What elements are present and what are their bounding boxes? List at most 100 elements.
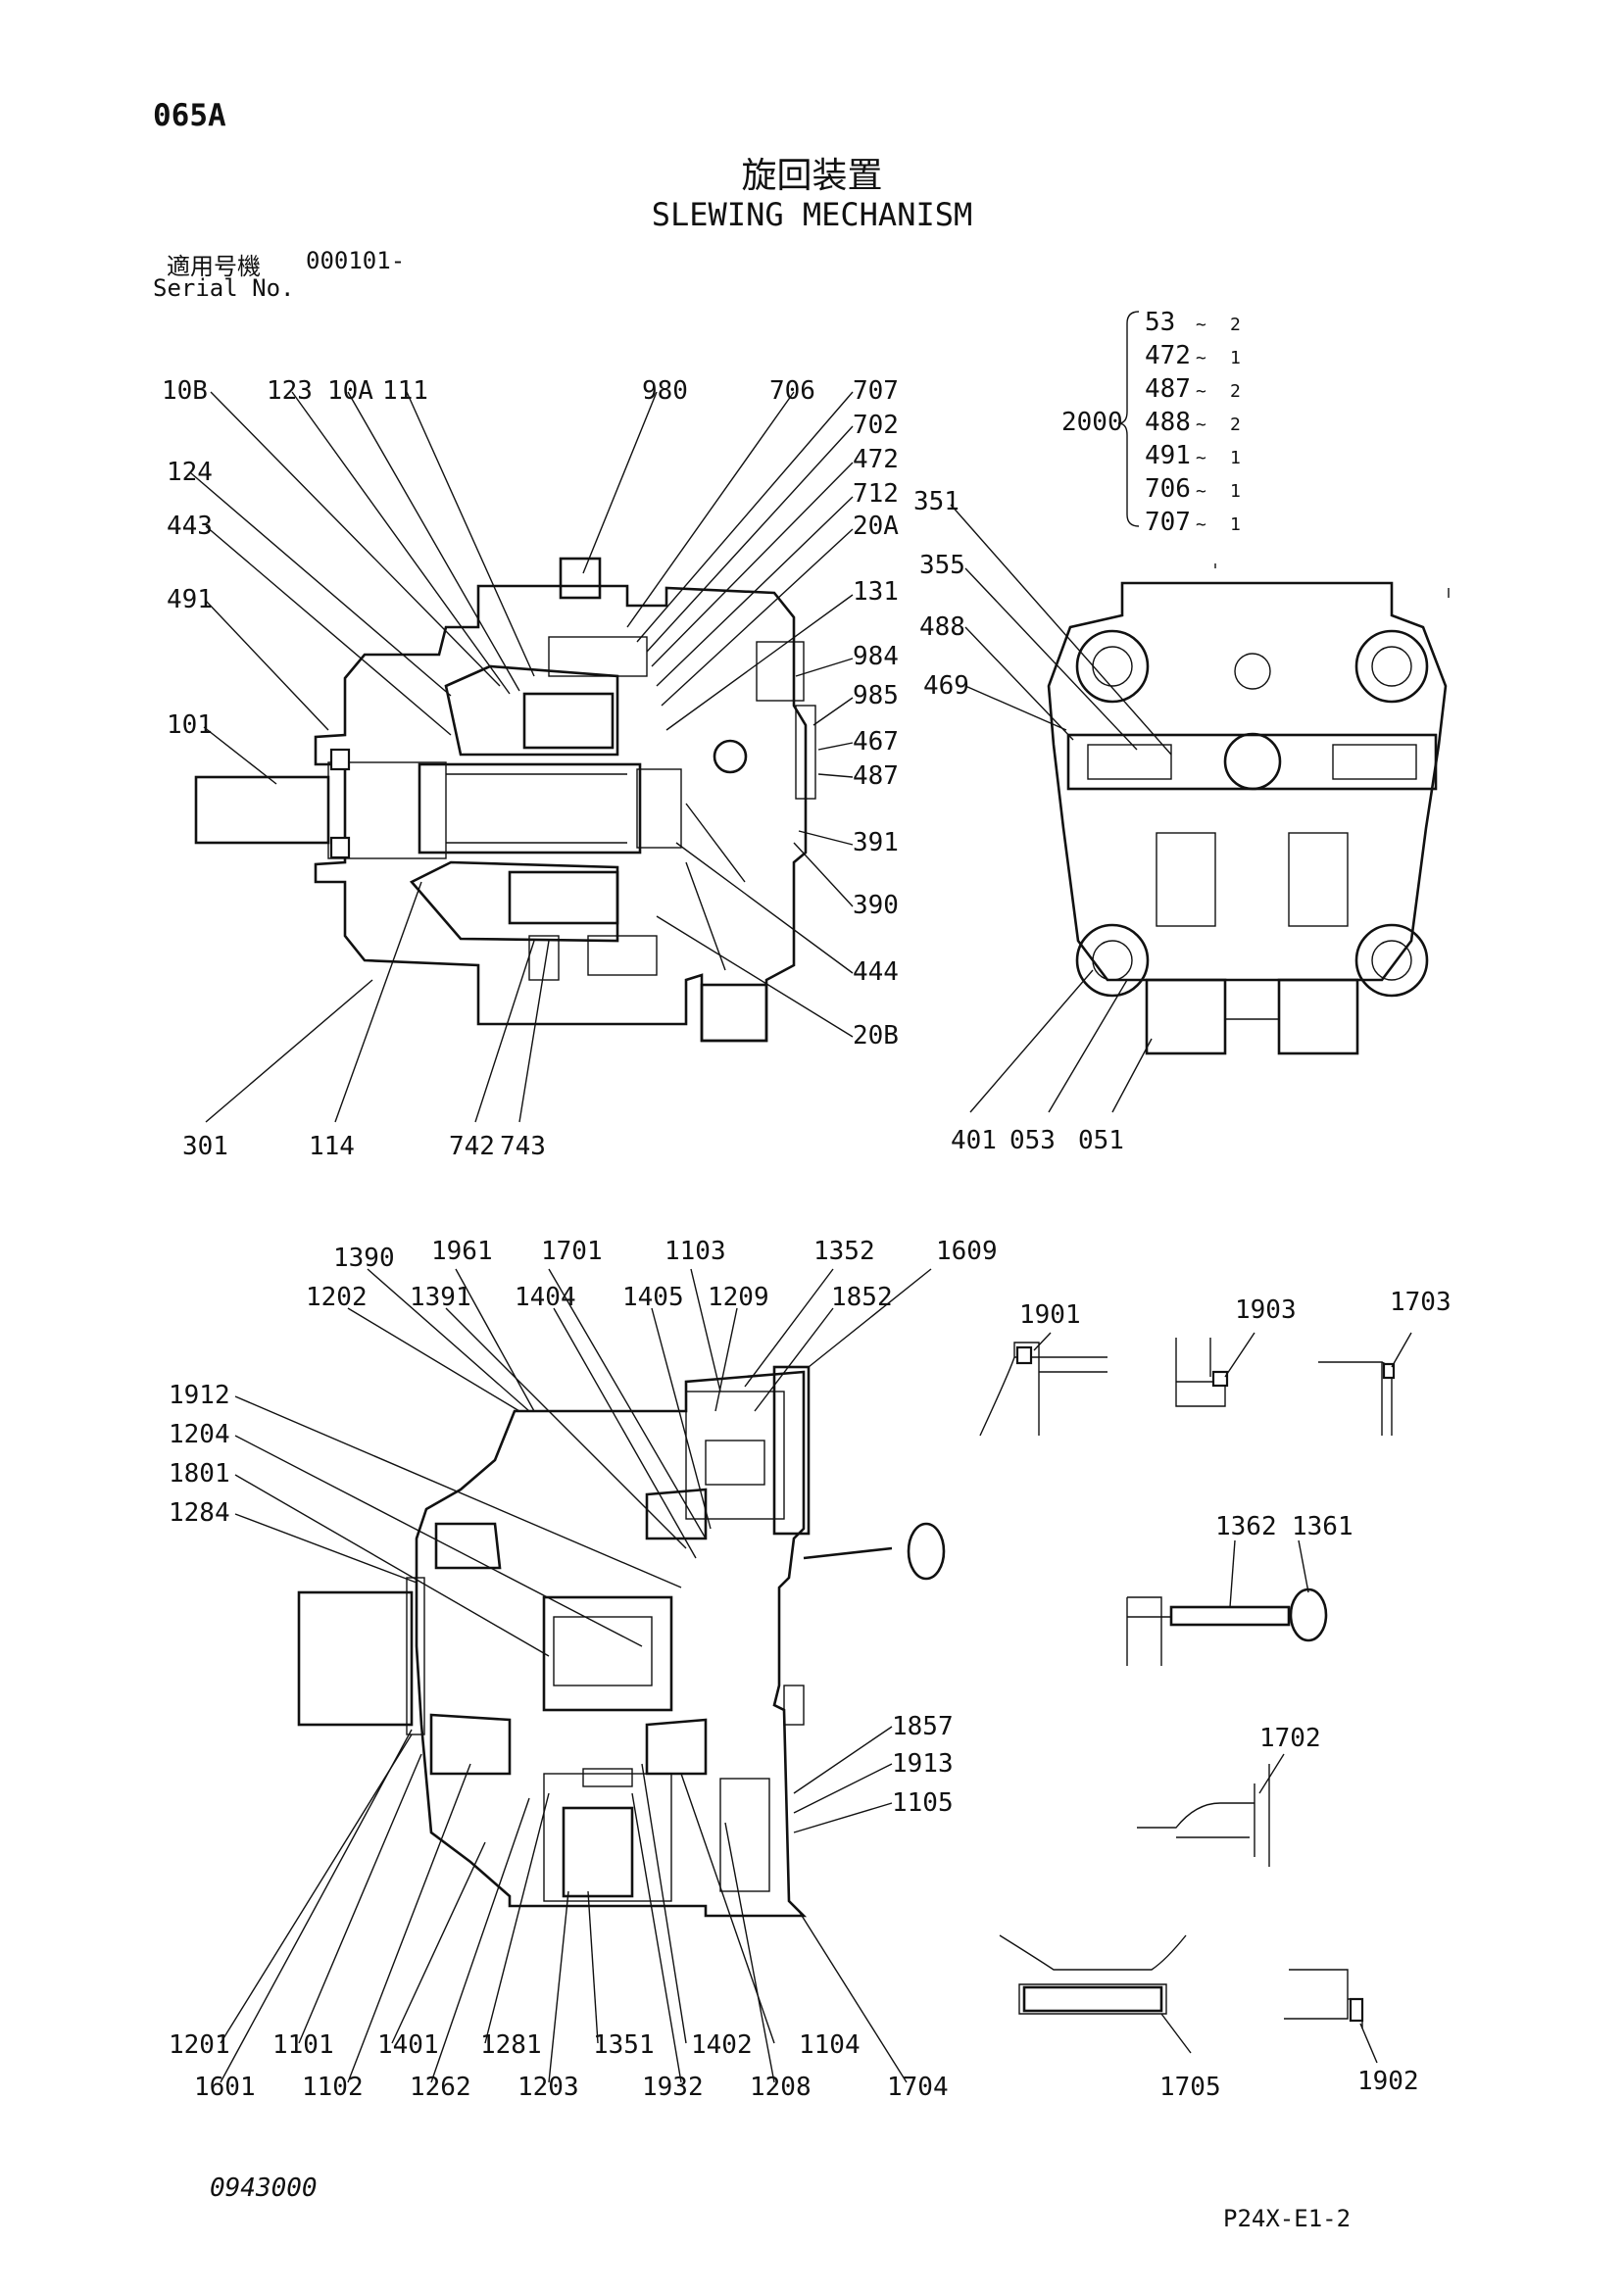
part-number-label: 1901 xyxy=(1019,1300,1081,1330)
part-number-label: 488 xyxy=(919,612,965,642)
part-number-label: 1902 xyxy=(1357,2067,1419,2096)
part-number-label: 1209 xyxy=(708,1283,769,1312)
part-number-label: 1208 xyxy=(750,2073,812,2102)
part-number-label: 469 xyxy=(923,671,969,701)
part-number-label: 980 xyxy=(642,376,688,406)
part-number-label: 1391 xyxy=(410,1283,471,1312)
part-number-label: 1201 xyxy=(169,2030,230,2060)
port-right xyxy=(1277,978,1359,1055)
part-number-label: 101 xyxy=(167,710,213,740)
kit-quantity: 2 xyxy=(1230,315,1241,335)
bolt-bl xyxy=(1075,923,1150,998)
kit-tilde: ~ xyxy=(1196,514,1206,535)
part-number-label: 487 xyxy=(853,761,899,791)
part-number-label: 131 xyxy=(853,577,899,607)
gear-housing xyxy=(415,1370,808,1918)
part-number-label: 1361 xyxy=(1292,1512,1353,1541)
serial-number-value: 000101- xyxy=(306,247,406,274)
kit-part-number: 487 xyxy=(1145,374,1191,404)
part-number-label: 301 xyxy=(182,1132,228,1161)
part-number-label: 1704 xyxy=(887,2073,949,2102)
part-number-label: 053 xyxy=(1009,1126,1056,1155)
part-number-label: 1351 xyxy=(593,2030,655,2060)
part-number-label: 124 xyxy=(167,458,213,487)
valve-housing xyxy=(1047,581,1448,982)
part-number-label: 1203 xyxy=(517,2073,579,2102)
relief-valves xyxy=(1066,733,1438,791)
page-title-japanese: 旋回装置 xyxy=(741,156,883,196)
page-title: SLEWING MECHANISM xyxy=(651,196,973,233)
part-number-label: 1102 xyxy=(302,2073,364,2102)
part-number-label: 123 xyxy=(267,376,313,406)
part-number-label: 051 xyxy=(1078,1126,1124,1155)
kit-brace xyxy=(1117,311,1140,527)
part-number-label: 984 xyxy=(853,642,899,671)
kit-number: 2000 xyxy=(1061,408,1123,437)
page-reference: P24X-E1-2 xyxy=(1223,2205,1352,2232)
part-number-label: 1903 xyxy=(1235,1295,1297,1325)
kit-quantity: 2 xyxy=(1230,415,1241,435)
flange xyxy=(772,1365,811,1536)
part-number-label: 707 xyxy=(853,376,899,406)
part-number-label: 20A xyxy=(853,512,899,541)
shaft-collar xyxy=(327,761,447,859)
part-number-label: 444 xyxy=(853,957,899,987)
part-number-label: 401 xyxy=(951,1126,997,1155)
part-number-label: 1401 xyxy=(377,2030,439,2060)
part-number-label: 114 xyxy=(309,1132,355,1161)
part-number-label: 1609 xyxy=(936,1237,998,1266)
detail-views xyxy=(979,1332,1412,2064)
kit-quantity: 2 xyxy=(1230,381,1241,402)
lower-carrier xyxy=(562,1806,634,1898)
part-number-label: 10B xyxy=(162,376,208,406)
kit-part-number: 472 xyxy=(1145,341,1191,370)
part-number-label: 1852 xyxy=(831,1283,893,1312)
part-number-label: 1281 xyxy=(480,2030,542,2060)
part-number-label: 1801 xyxy=(169,1459,230,1489)
part-number-label: 1101 xyxy=(272,2030,334,2060)
part-number-label: 702 xyxy=(853,411,899,440)
gear-leaders xyxy=(220,1268,932,2083)
part-number-label: 111 xyxy=(382,376,428,406)
part-number-label: 472 xyxy=(853,445,899,474)
part-number-label: 1204 xyxy=(169,1420,230,1449)
part-number-label: 1352 xyxy=(813,1237,875,1266)
motor-leaders xyxy=(190,391,854,1123)
serial-label-japanese: 適用号機 xyxy=(167,253,261,280)
part-number-label: 390 xyxy=(853,891,899,920)
part-number-label: 1405 xyxy=(622,1283,684,1312)
motor-housing xyxy=(314,584,808,1043)
serial-label: Serial No. xyxy=(153,274,295,302)
part-number-label: 20B xyxy=(853,1021,899,1050)
part-number-label: 1912 xyxy=(169,1381,230,1410)
part-number-label: 1362 xyxy=(1215,1512,1277,1541)
kit-part-number: 706 xyxy=(1145,474,1191,504)
part-number-label: 351 xyxy=(913,487,960,516)
kit-tilde: ~ xyxy=(1196,348,1206,368)
part-number-label: 1104 xyxy=(799,2030,861,2060)
output-shaft xyxy=(194,775,330,845)
bolt-tl xyxy=(1075,629,1150,704)
kit-quantity: 1 xyxy=(1230,448,1241,468)
kit-part-number: 488 xyxy=(1145,408,1191,437)
part-number-label: 1961 xyxy=(431,1237,493,1266)
part-number-label: 1702 xyxy=(1259,1724,1321,1753)
part-number-label: 712 xyxy=(853,479,899,509)
relief-valve-top xyxy=(559,557,602,600)
part-number-label: 1402 xyxy=(691,2030,753,2060)
dipstick xyxy=(803,1546,893,1560)
swing-motor-section xyxy=(194,557,816,1043)
kit-tilde: ~ xyxy=(1196,415,1206,435)
document-code: 0943000 xyxy=(210,2174,318,2203)
bolt-tr xyxy=(1354,629,1429,704)
kit-part-number: 491 xyxy=(1145,441,1191,470)
valve-end-view xyxy=(1047,563,1450,1055)
port-left xyxy=(1145,978,1227,1055)
kit-part-number: 53 xyxy=(1145,308,1175,337)
part-number-label: 491 xyxy=(167,585,213,614)
part-number-label: 1857 xyxy=(892,1712,954,1741)
part-number-label: 1601 xyxy=(194,2073,256,2102)
cylinder-block-upper xyxy=(444,664,619,757)
